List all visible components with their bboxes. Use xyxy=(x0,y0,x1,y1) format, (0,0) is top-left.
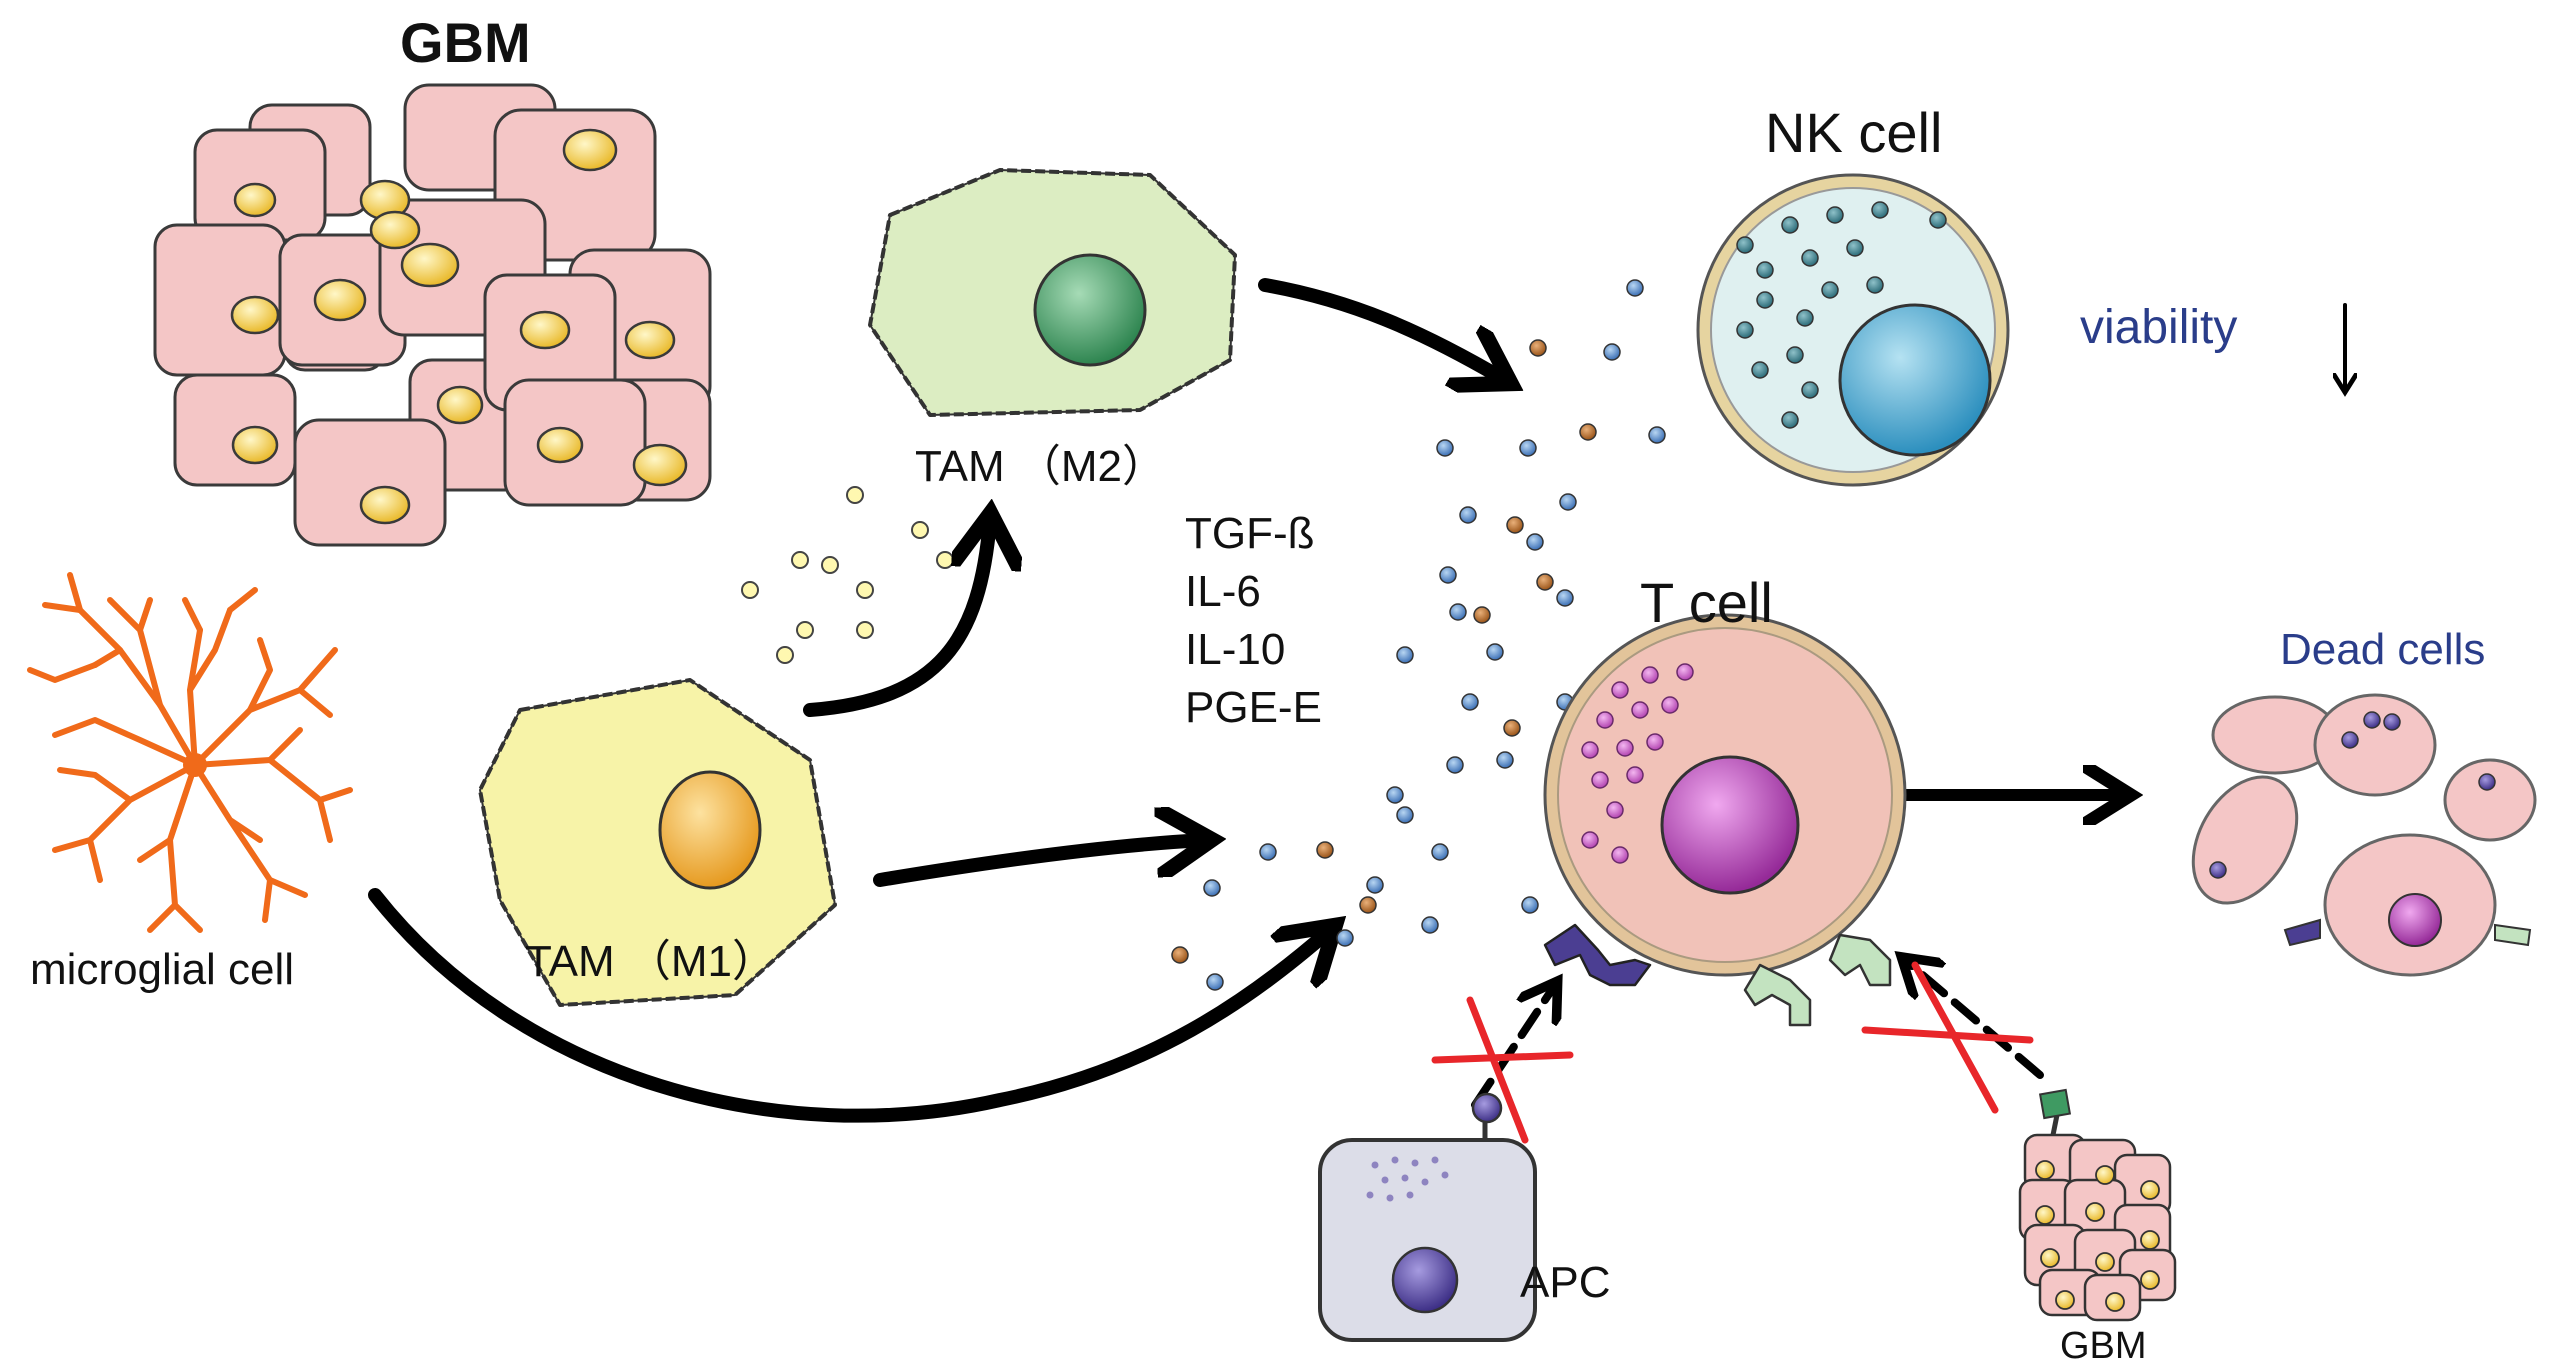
cytokine-pge-e: PGE-E xyxy=(1185,683,1322,732)
cytokine-il-10: IL-10 xyxy=(1185,625,1286,674)
gbm-small-cluster xyxy=(2018,1088,2177,1322)
dead-cells-label: Dead cells xyxy=(2280,625,2486,674)
tam-m2-label: TAM （M2） xyxy=(915,442,1166,491)
block-cross-apc xyxy=(1431,996,1574,1144)
dead-cells xyxy=(2191,693,2537,977)
receptor-green-1 xyxy=(1743,963,1812,1027)
cytokine-tgf-beta: TGF-ß xyxy=(1185,509,1315,558)
gbm-top-label: GBM xyxy=(400,11,531,74)
nk-cell xyxy=(1696,173,2010,487)
arrow-m1-to-m2 xyxy=(803,520,990,717)
pathway-arrows xyxy=(368,278,2345,1123)
block-cross-gbm xyxy=(1861,961,2034,1114)
cytokine-il-6: IL-6 xyxy=(1185,567,1261,616)
tcr-receptor xyxy=(1543,923,1652,987)
tam-m1-label: TAM （M1） xyxy=(525,937,776,986)
arrow-m2-to-cytokines xyxy=(1258,278,1505,380)
microglia-label: microglial cell xyxy=(30,945,295,994)
cytokine-list: TGF-ß IL-6 IL-10 PGE-E xyxy=(1185,505,1322,737)
apc-cell xyxy=(1318,1092,1537,1342)
gbm-tumor-cluster xyxy=(153,83,712,547)
viability-label: viability xyxy=(2080,301,2238,354)
arrow-microglia-to-cytokines xyxy=(368,888,1330,1123)
nk-cell-label: NK cell xyxy=(1765,101,1943,164)
microglial-cell-icon xyxy=(27,572,353,933)
t-cell-label: T cell xyxy=(1640,571,1773,634)
t-cell xyxy=(1543,613,1907,1027)
tam-m1-cell xyxy=(478,678,837,1007)
cytokine-dots xyxy=(1171,279,1666,991)
tam-m2-cell xyxy=(868,168,1237,417)
receptor-green-2 xyxy=(1828,933,1892,987)
apc-label: APC xyxy=(1520,1258,1611,1307)
arrow-m1-to-cytokines xyxy=(873,840,1205,887)
gbm-bottom-label: GBM xyxy=(2060,1325,2147,1367)
m1-secretion-dots xyxy=(741,486,954,664)
blocked-signals xyxy=(1431,960,2044,1144)
